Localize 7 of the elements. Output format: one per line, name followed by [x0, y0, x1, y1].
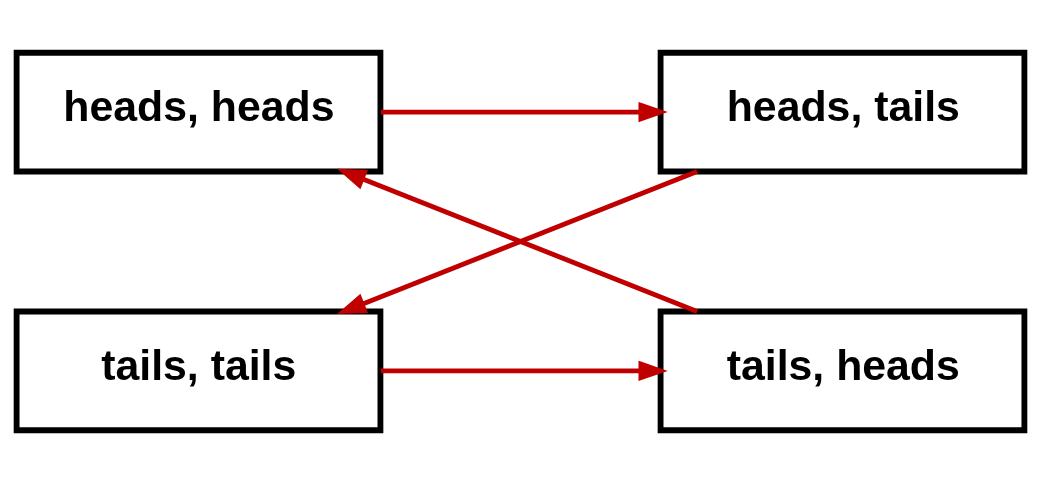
node-box: heads, heads — [13, 49, 384, 174]
node-box: heads, tails — [657, 49, 1028, 174]
node-box: tails, tails — [13, 308, 384, 433]
node-box: tails, heads — [657, 308, 1028, 433]
arrow — [337, 168, 699, 314]
arrow — [380, 101, 668, 122]
arrow — [380, 360, 668, 381]
